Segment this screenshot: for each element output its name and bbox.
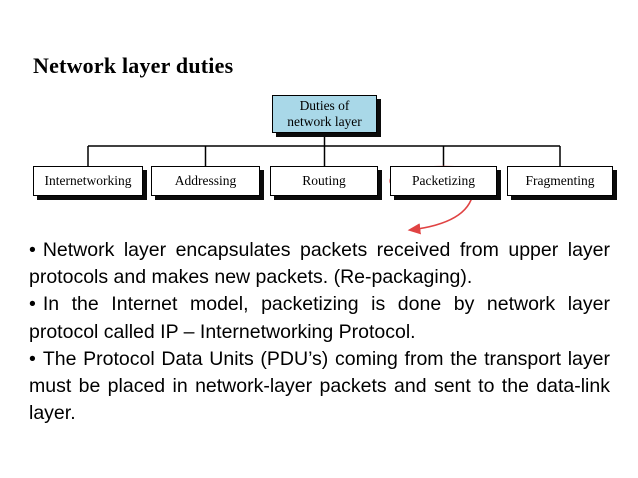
bullet-text: The Protocol Data Units (PDU’s) coming f… xyxy=(29,347,610,425)
bullet-list: •Network layer encapsulates packets rece… xyxy=(29,237,610,427)
diagram-box-routing: Routing xyxy=(270,166,378,196)
box-label: Internetworking xyxy=(44,173,132,188)
box-label: Fragmenting xyxy=(525,173,595,188)
root-box-label-line2: network layer xyxy=(287,114,362,129)
box-label: Packetizing xyxy=(412,173,475,188)
bullet-marker: • xyxy=(29,293,36,316)
connector-lines xyxy=(87,133,561,166)
root-box-label-line1: Duties of xyxy=(299,98,350,113)
diagram-root-box: Duties of network layer xyxy=(272,95,377,133)
diagram-box-addressing: Addressing xyxy=(151,166,260,196)
bullet-text: In the Internet model, packetizing is do… xyxy=(29,293,610,343)
box-label: Routing xyxy=(302,173,346,188)
box-label: Addressing xyxy=(174,173,237,188)
bullet-marker: • xyxy=(29,239,36,261)
bullet-item: •In the Internet model, packetizing is d… xyxy=(29,291,610,345)
bullet-marker: • xyxy=(29,347,36,370)
diagram-box-internetworking: Internetworking xyxy=(33,166,143,196)
diagram-box-packetizing: Packetizing xyxy=(390,166,497,196)
page-title: Network layer duties xyxy=(33,53,234,78)
diagram-box-fragmenting: Fragmenting xyxy=(507,166,613,196)
bullet-text: Network layer encapsulates packets recei… xyxy=(29,239,610,289)
bullet-item: •The Protocol Data Units (PDU’s) coming … xyxy=(29,346,610,428)
bullet-item: •Network layer encapsulates packets rece… xyxy=(29,237,610,291)
annotation-arrow xyxy=(407,192,474,235)
